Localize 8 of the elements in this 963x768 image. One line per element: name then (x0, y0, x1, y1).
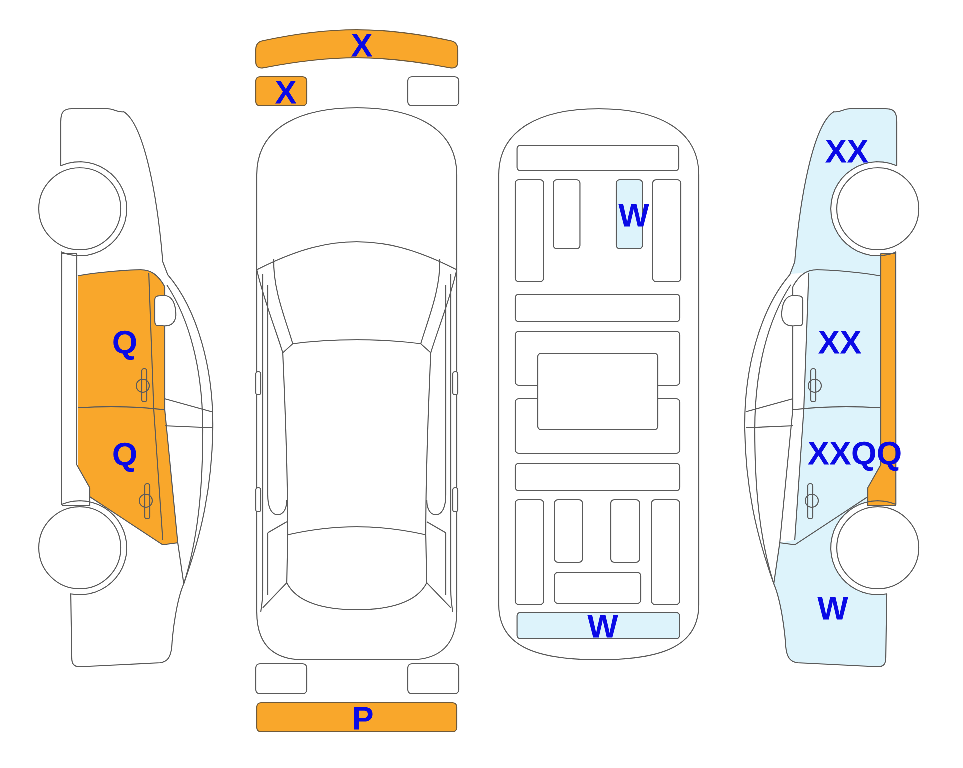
damage-code: Q (114, 330, 136, 360)
damage-code: W (818, 597, 848, 620)
damage-code: P (354, 707, 373, 730)
damage-code: X (275, 81, 297, 104)
damage-code: XX (818, 331, 862, 354)
damage-code: X (351, 34, 373, 57)
damage-code: Q (114, 442, 136, 472)
damage-code: XX (826, 140, 868, 163)
